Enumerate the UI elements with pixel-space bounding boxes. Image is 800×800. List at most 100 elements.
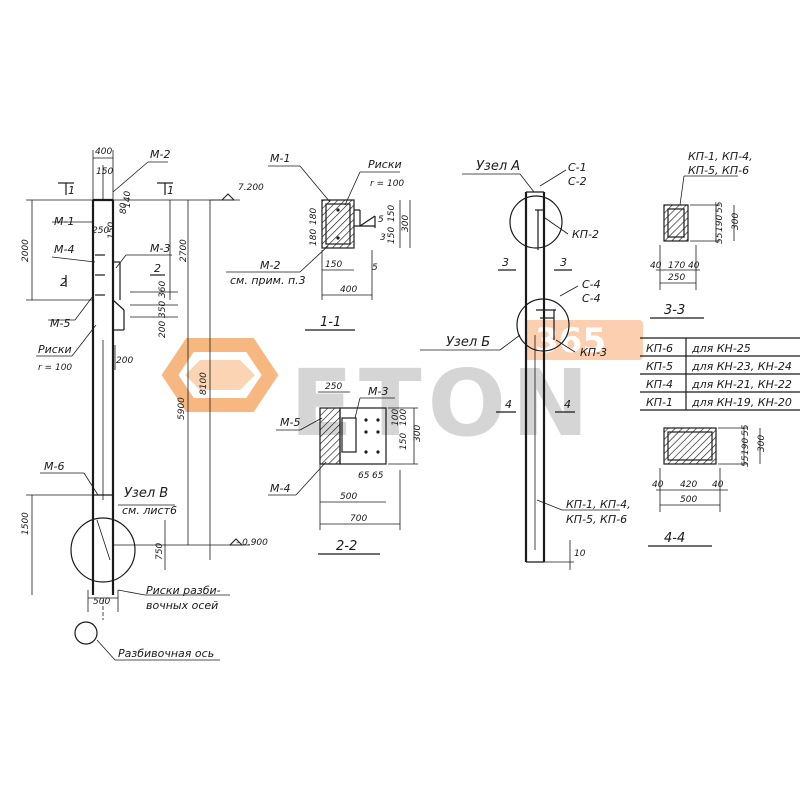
s44-dim-40a: 40 (652, 480, 664, 490)
s22-dim-250: 250 (325, 382, 342, 392)
label-r100: r = 100 (38, 363, 72, 373)
table-row: КП-5 для КН-23, КН-24 (646, 360, 792, 373)
s44-dim-420: 420 (680, 480, 697, 490)
s33-dim-55b: 55 (715, 232, 725, 244)
table-row: КП-1 для КН-19, КН-20 (646, 396, 792, 409)
label-c4a: С-4 (582, 278, 601, 291)
section-mark-4b: 4 (564, 398, 571, 411)
s11-dim-400: 400 (340, 285, 357, 295)
dim-500: 500 (93, 597, 110, 607)
s11-dim-300: 300 (401, 215, 411, 232)
s22-dim-100b: 100 (399, 409, 409, 426)
table-cell-plate: КП-1 (646, 396, 673, 409)
dim-150-top: 150 (96, 167, 113, 177)
dim-200: 200 (116, 356, 133, 366)
dim-2000: 2000 (21, 239, 31, 262)
s22-dim-150: 150 (399, 433, 409, 450)
label-m4: М-4 (54, 243, 74, 256)
s33-dim-40b: 40 (688, 261, 700, 271)
s11-dim-5a: 5 (378, 215, 384, 225)
table-row: КП-6 для КН-25 (646, 342, 751, 355)
table-cell-for: для КН-21, КН-22 (691, 378, 792, 391)
label-uzel-a: Узел А (476, 159, 520, 174)
s22-label-m4: М-4 (270, 482, 290, 495)
label-axis-risks-2: вочных осей (146, 599, 218, 612)
dim-8100: 8100 (199, 372, 209, 395)
table-cell-for: для КН-19, КН-20 (691, 396, 792, 409)
section-3-3: КП-1, КП-4, КП-5, КП-6 55 190 55 300 40 … (650, 150, 753, 319)
s11-label-m2: М-2 (260, 259, 280, 272)
label-m5: М-5 (50, 317, 70, 330)
section-mark-2b: 2 (154, 262, 161, 275)
table-cell-plate: КП-6 (646, 342, 673, 355)
label-m1: М-1 (54, 215, 74, 228)
column-elevation: 400 150 250 150 140 80 М-2 1 1 2 2 М-1 М… (21, 147, 268, 661)
s33-kp-list-2: КП-5, КП-6 (688, 164, 749, 177)
dim-200-350-360: 200 350 360 (158, 280, 168, 338)
label-riski: Риски (38, 343, 72, 356)
label-kp2: КП-2 (572, 228, 599, 241)
s33-dim-55a: 55 (715, 201, 725, 213)
s22-dim-500: 500 (340, 492, 357, 502)
s22-dim-300: 300 (413, 425, 423, 442)
section-mark-1a: 1 (68, 184, 75, 197)
s33-dim-250: 250 (668, 273, 685, 283)
s22-dim-700: 700 (350, 514, 367, 524)
s11-dim-5b: 5 (372, 263, 378, 273)
section-mark-2a: 2 (60, 276, 67, 289)
elevation-top: 7.200 (238, 183, 264, 193)
s11-dim-150b: 150 (387, 227, 397, 244)
frame-kp-list-2: КП-5, КП-6 (566, 513, 627, 526)
dim-150-b: 150 (107, 222, 117, 239)
s11-dim-3: 3 (380, 233, 386, 243)
frame-elevation: Узел А С-1 С-2 КП-2 3 3 С-4 С-4 Узел Б К… (420, 159, 631, 570)
label-m6: М-6 (44, 460, 64, 473)
s11-dim-150a: 150 (387, 205, 397, 222)
table-cell-for: для КН-23, КН-24 (691, 360, 792, 373)
s33-dim-300: 300 (731, 213, 741, 230)
dim-250: 250 (92, 226, 109, 236)
label-uzel-b: Узел Б (446, 335, 490, 350)
dim-2700: 2700 (179, 239, 189, 262)
dim-750: 750 (155, 543, 165, 560)
table-cell-plate: КП-5 (646, 360, 673, 373)
dim-140: 140 (123, 191, 133, 208)
dim-1500: 1500 (21, 512, 31, 535)
s11-label-r100: r = 100 (370, 179, 404, 189)
s44-dim-40b: 40 (712, 480, 724, 490)
table-cell-for: для КН-25 (691, 342, 751, 355)
s33-dim-40a: 40 (650, 261, 662, 271)
dim-80: 80 (119, 202, 129, 214)
label-axis-risks-1: Риски разби- (146, 584, 221, 597)
s44-dim-190: 190 (741, 438, 751, 455)
label-axis: Разбивочная ось (118, 647, 214, 660)
s44-title: 4-4 (664, 531, 685, 546)
section-mark-1b: 1 (167, 184, 174, 197)
watermark-badge: 365 (535, 321, 606, 361)
table-row: КП-4 для КН-21, КН-22 (646, 378, 792, 391)
brand-logo-mark (161, 338, 279, 412)
s11-dim-150c: 150 (325, 260, 342, 270)
s11-label-m1: М-1 (270, 152, 290, 165)
s44-dim-55a: 55 (741, 424, 751, 436)
table-cell-plate: КП-4 (646, 378, 673, 391)
s11-title: 1-1 (320, 315, 341, 330)
label-uzel-v: Узел В (124, 486, 168, 501)
s22-title: 2-2 (336, 539, 357, 554)
s22-dim-65a: 65 (358, 471, 370, 481)
dim-top-width: 400 (95, 147, 112, 157)
label-see-sheet: см. лист6 (122, 504, 177, 517)
label-m2: М-2 (150, 148, 170, 161)
s11-dim-180b: 180 (309, 229, 319, 246)
frame-kp-list-1: КП-1, КП-4, (566, 498, 631, 511)
s22-dim-65b: 65 (372, 471, 384, 481)
frame-dim-10: 10 (574, 549, 586, 559)
s33-dim-170: 170 (668, 261, 685, 271)
s11-label-note: см. прим. п.3 (230, 274, 306, 287)
section-mark-4a: 4 (505, 398, 512, 411)
s22-dim-100a: 100 (391, 409, 401, 426)
s22-label-m3: М-3 (368, 385, 388, 398)
section-mark-3a: 3 (502, 256, 509, 269)
section-2-2: 250 М-3 М-5 М-4 100 100 150 300 65 65 50… (268, 382, 423, 555)
